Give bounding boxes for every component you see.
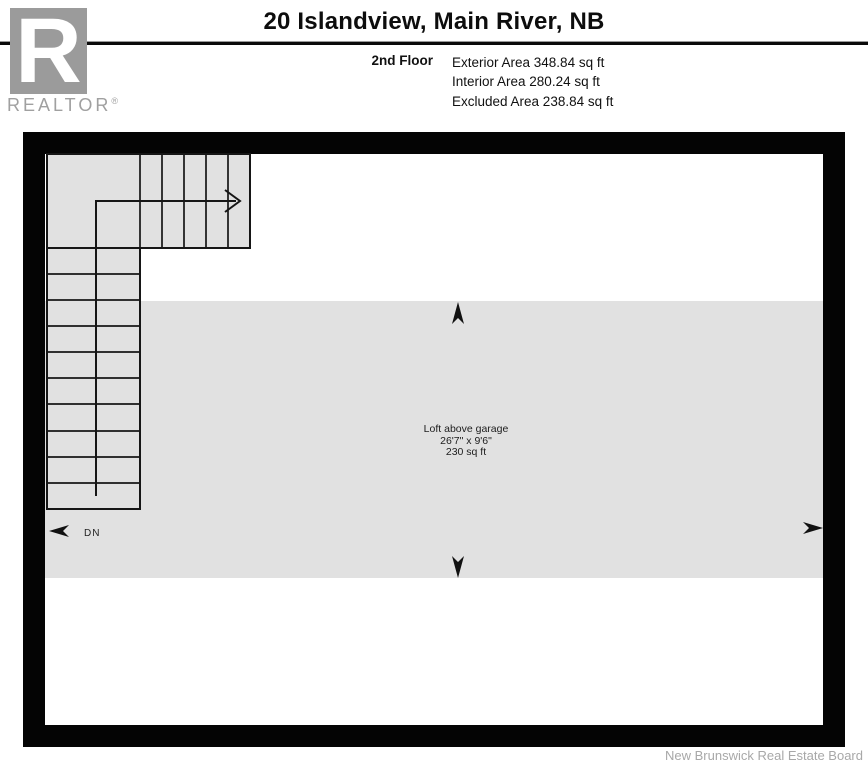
realtor-wordmark: REALTOR® <box>7 95 167 116</box>
stair-treads <box>47 154 229 484</box>
arrow-up-icon <box>452 302 464 324</box>
loft-room-area: 230 sq ft <box>445 446 487 458</box>
staircase <box>46 153 251 510</box>
arrow-left-icon <box>49 525 69 537</box>
loft-room-name: Loft above garage <box>423 423 509 435</box>
header-divider <box>0 41 868 45</box>
realtor-wordmark-text: REALTOR <box>7 95 112 115</box>
area-summary: Exterior Area 348.84 sq ft Interior Area… <box>452 53 613 111</box>
loft-room-dimensions: 26'7" x 9'6" <box>440 434 492 447</box>
arrow-right-icon <box>803 522 823 534</box>
floor-name-label: 2nd Floor <box>371 53 434 68</box>
stairs-down-label: DN <box>84 528 101 539</box>
board-credit: New Brunswick Real Estate Board <box>665 748 863 763</box>
arrow-down-icon <box>452 556 464 578</box>
realtor-logo-letter: R <box>15 0 82 102</box>
exterior-area-line: Exterior Area 348.84 sq ft <box>452 55 605 70</box>
loft-room-label: Loft above garage 26'7" x 9'6" 230 sq ft <box>366 423 566 459</box>
loft-area-fill <box>45 301 823 578</box>
stair-direction-arrow <box>95 189 242 496</box>
extent-arrows <box>49 302 823 578</box>
realtor-logo-mark: R <box>10 0 87 102</box>
page-title: 20 Islandview, Main River, NB <box>263 8 605 35</box>
interior-area-line: Interior Area 280.24 sq ft <box>452 74 600 90</box>
excluded-area-line: Excluded Area 238.84 sq ft <box>452 93 614 109</box>
registered-trademark-symbol: ® <box>111 96 118 106</box>
